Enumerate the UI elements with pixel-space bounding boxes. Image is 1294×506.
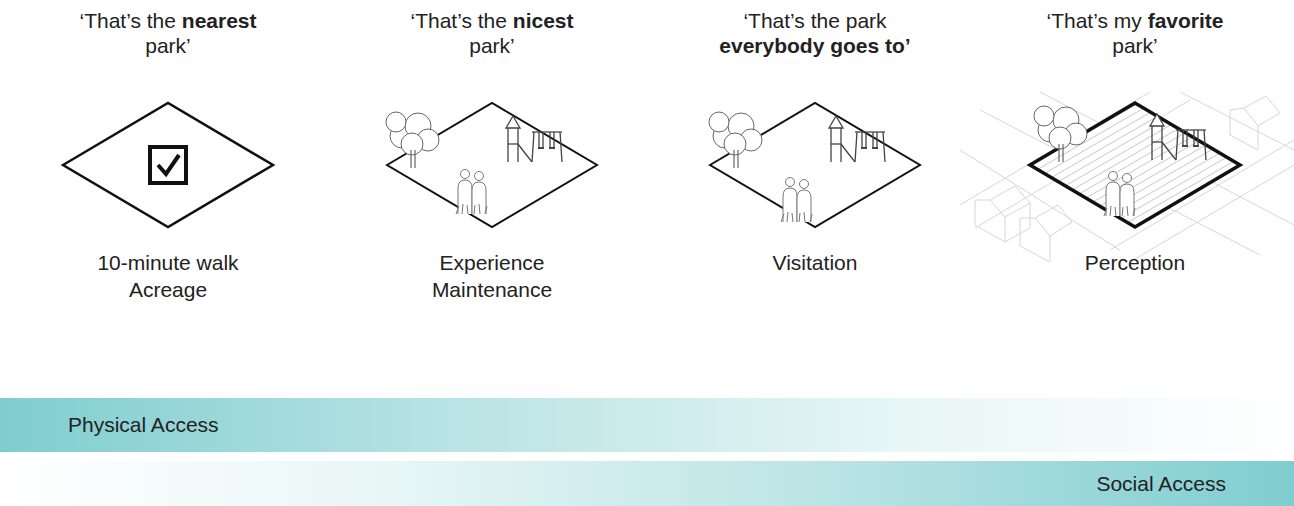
quote-word: park’ (145, 34, 191, 57)
access-band: Social Access (0, 461, 1294, 506)
quote-word: everybody (719, 34, 830, 57)
metric-caption: 10-minute walk (58, 250, 278, 275)
quote-word: favorite (1148, 9, 1224, 32)
quote: ‘That’s my favorite park’ (1045, 8, 1225, 58)
quote-word: park’ (1112, 34, 1158, 57)
metric-caption: Perception (1025, 250, 1245, 275)
quote-word: park’ (469, 34, 515, 57)
quote: ‘That’s the park everybody goes to’ (705, 8, 925, 58)
quote-word: to’ (885, 34, 911, 57)
quote-word: ‘That’s (410, 9, 477, 32)
quote-word: nicest (513, 9, 574, 32)
quote: ‘That’s the nearest park’ (78, 8, 258, 58)
band-label: Social Access (0, 471, 1226, 496)
quote-word: the (147, 9, 182, 32)
quote-word: park (846, 9, 887, 32)
quote-word: the (478, 9, 513, 32)
band-label: Physical Access (68, 412, 1294, 437)
quote-word: nearest (182, 9, 257, 32)
metric-caption: Experience (382, 250, 602, 275)
quote-word: ‘That’s (743, 9, 810, 32)
metric-caption: Acreage (58, 277, 278, 302)
quote-word: ‘That’s (1047, 9, 1114, 32)
metric-caption: Maintenance (382, 277, 602, 302)
quote: ‘That’s the nicest park’ (402, 8, 582, 58)
quote-word: my (1114, 9, 1148, 32)
quote-word: the (811, 9, 846, 32)
quote-word: ‘That’s (79, 9, 146, 32)
quote-word: goes (830, 34, 885, 57)
access-band: Physical Access (0, 398, 1294, 452)
metric-caption: Visitation (705, 250, 925, 275)
